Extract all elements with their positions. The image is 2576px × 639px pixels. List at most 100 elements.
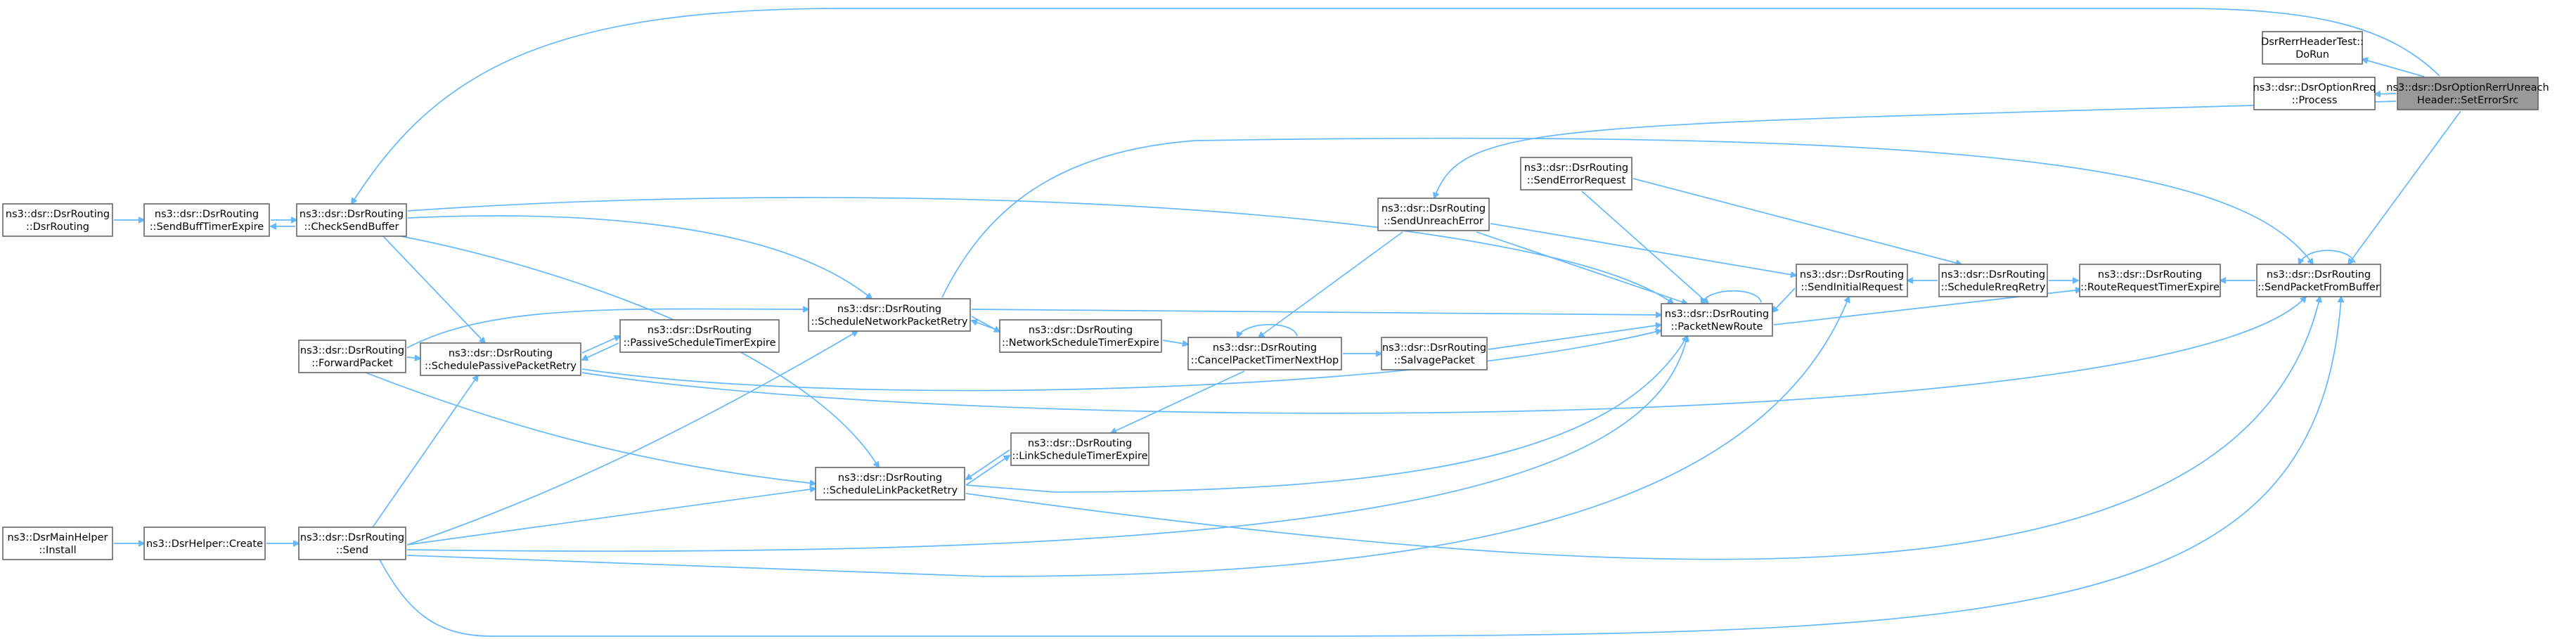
node-label: ns3::dsr::DsrOptionRerrUnreach xyxy=(2386,82,2549,93)
node-box xyxy=(2397,77,2539,110)
node-networkScheduleTimerExpire[interactable]: ns3::dsr::DsrRouting::NetworkScheduleTim… xyxy=(999,319,1162,353)
node-label: ::SchedulePassivePacketRetry xyxy=(425,361,577,372)
node-label: ns3::dsr::DsrRouting xyxy=(6,209,110,220)
edge-sendPacketFromBuffer-to-setErrorSrc xyxy=(2348,110,2461,264)
node-box xyxy=(619,319,780,353)
edge-sendPacketFromBuffer-to-scheduleNetworkPacketRetry xyxy=(941,137,2313,298)
edge-scheduleLinkPacketRetry-to-linkScheduleTimerExpire xyxy=(966,449,1010,479)
node-label: DoRun xyxy=(2295,49,2329,60)
node-routeRequestTimerExpire[interactable]: ns3::dsr::DsrRouting::RouteRequestTimerE… xyxy=(2079,264,2221,297)
node-label: DsrRerrHeaderTest:: xyxy=(2261,37,2364,48)
node-packetNewRoute[interactable]: ns3::dsr::DsrRouting::PacketNewRoute xyxy=(1661,303,1773,337)
edge-scheduleRreqRetry-to-sendErrorRequest xyxy=(1632,178,1962,264)
node-label: ns3::dsr::DsrRouting xyxy=(300,345,404,356)
node-checkSendBuffer[interactable]: ns3::dsr::DsrRouting::CheckSendBuffer xyxy=(296,203,407,237)
node-label: ::Process xyxy=(2292,95,2338,106)
node-label: ns3::dsr::DsrRouting xyxy=(648,325,752,336)
edge-doRun-to-setErrorSrc xyxy=(2362,59,2425,77)
node-box xyxy=(143,203,270,237)
node-label: ns3::dsr::DsrRouting xyxy=(837,304,941,315)
node-schedulePassivePacketRetry[interactable]: ns3::dsr::DsrRouting::SchedulePassivePac… xyxy=(420,342,581,376)
edge-scheduleNetworkPacketRetry-to-networkScheduleTimerExpire xyxy=(972,321,999,331)
node-box xyxy=(1520,157,1632,191)
node-label: ::ScheduleRreqRetry xyxy=(1941,282,2046,293)
node-linkScheduleTimerExpire[interactable]: ns3::dsr::DsrRouting::LinkScheduleTimerE… xyxy=(1010,432,1149,466)
node-label: ns3::dsr::DsrRouting xyxy=(300,532,404,543)
node-box xyxy=(2253,77,2376,110)
node-label: ::SendErrorRequest xyxy=(1527,175,1626,186)
edge-packetNewRoute-to-scheduleLinkPacketRetry xyxy=(965,336,1687,493)
node-label: ns3::dsr::DsrRouting xyxy=(2267,269,2371,280)
edge-scheduleLinkPacketRetry-to-send xyxy=(406,489,816,546)
node-dsrHelperCreate[interactable]: ns3::DsrHelper::Create xyxy=(143,527,266,560)
edge-schedulePassivePacketRetry-to-checkSendBuffer xyxy=(382,235,485,343)
node-label: ::SendPacketFromBuffer xyxy=(2258,282,2380,293)
node-label: ::SalvagePacket xyxy=(1394,355,1475,366)
node-box xyxy=(1010,432,1149,466)
edge-cancelPacketTimerNextHop-to-networkScheduleTimerExpire xyxy=(1162,340,1188,344)
node-label: ns3::dsr::DsrRouting xyxy=(1941,269,2045,280)
edge-scheduleNetworkPacketRetry-to-checkSendBuffer xyxy=(407,215,872,299)
node-label: ::RouteRequestTimerExpire xyxy=(2080,282,2220,293)
edge-sendPacketFromBuffer-to-send xyxy=(379,297,2341,637)
node-sendPacketFromBuffer[interactable]: ns3::dsr::DsrRouting::SendPacketFromBuff… xyxy=(2256,264,2381,297)
node-box xyxy=(815,467,965,501)
node-scheduleNetworkPacketRetry[interactable]: ns3::dsr::DsrRouting::ScheduleNetworkPac… xyxy=(808,298,971,332)
node-box xyxy=(2079,264,2221,297)
node-send[interactable]: ns3::dsr::DsrRouting::Send xyxy=(298,527,406,560)
node-box xyxy=(420,342,581,376)
node-forwardPacket[interactable]: ns3::dsr::DsrRouting::ForwardPacket xyxy=(298,340,406,373)
node-sendBuffTimerExpire[interactable]: ns3::dsr::DsrRouting::SendBuffTimerExpir… xyxy=(143,203,270,237)
node-box xyxy=(298,340,406,373)
node-label: ns3::dsr::DsrRouting xyxy=(1028,438,1132,449)
node-scheduleLinkPacketRetry[interactable]: ns3::dsr::DsrRouting::ScheduleLinkPacket… xyxy=(815,467,965,501)
nodes: ns3::dsr::DsrOptionRerrUnreachHeader::Se… xyxy=(2,31,2549,560)
node-box xyxy=(1377,198,1490,231)
node-box xyxy=(296,203,407,237)
node-scheduleRreqRetry[interactable]: ns3::dsr::DsrRouting::ScheduleRreqRetry xyxy=(1938,264,2048,297)
node-label: ::Install xyxy=(39,545,76,556)
node-box xyxy=(2262,31,2363,65)
edge-linkScheduleTimerExpire-to-scheduleLinkPacketRetry xyxy=(965,456,1010,486)
node-salvagePacket[interactable]: ns3::dsr::DsrRouting::SalvagePacket xyxy=(1381,337,1488,370)
node-box xyxy=(1187,337,1342,370)
node-box xyxy=(143,527,266,560)
node-label: ::LinkScheduleTimerExpire xyxy=(1012,451,1147,462)
node-label: ns3::dsr::DsrRouting xyxy=(1382,342,1486,354)
edge-packetNewRoute-to-sendErrorRequest xyxy=(1581,191,1708,304)
node-label: ::ScheduleLinkPacketRetry xyxy=(823,485,958,496)
edges xyxy=(114,8,2461,637)
node-label: ns3::DsrHelper::Create xyxy=(146,538,263,550)
edge-sendInitialRequest-to-sendUnreachError xyxy=(1490,223,1796,276)
edge-packetNewRoute-to-scheduleNetworkPacketRetry xyxy=(971,309,1661,315)
node-label: ::SendInitialRequest xyxy=(1801,282,1903,293)
edge-schedulePassivePacketRetry-to-forwardPacket xyxy=(406,357,420,359)
node-rreqProcess[interactable]: ns3::dsr::DsrOptionRreq::Process xyxy=(2253,77,2376,110)
node-label: ::DsrRouting xyxy=(26,221,89,233)
edge-cancelPacketTimerNextHop-to-sendUnreachError xyxy=(1258,231,1403,337)
edge-sendUnreachError-to-setErrorSrc xyxy=(1434,101,2397,198)
node-label: ns3::dsr::DsrRouting xyxy=(300,209,404,220)
node-sendErrorRequest[interactable]: ns3::dsr::DsrRouting::SendErrorRequest xyxy=(1520,157,1632,191)
node-setErrorSrc[interactable]: ns3::dsr::DsrOptionRerrUnreachHeader::Se… xyxy=(2386,77,2549,110)
edge-checkSendBuffer-to-setErrorSrc xyxy=(352,8,2440,204)
node-label: ns3::dsr::DsrRouting xyxy=(2098,269,2202,280)
node-label: ::CheckSendBuffer xyxy=(304,221,399,233)
node-dsrMainHelperInstall[interactable]: ns3::DsrMainHelper::Install xyxy=(2,527,113,560)
node-box xyxy=(2,203,113,237)
node-box xyxy=(1938,264,2048,297)
node-doRun[interactable]: DsrRerrHeaderTest::DoRun xyxy=(2261,31,2364,65)
edge-rreqProcess-to-setErrorSrc xyxy=(2375,93,2397,94)
node-label: ::ForwardPacket xyxy=(311,358,393,369)
node-sendUnreachError[interactable]: ns3::dsr::DsrRouting::SendUnreachError xyxy=(1377,198,1490,231)
edge-passiveScheduleTimerExpire-to-schedulePassivePacketRetry xyxy=(581,336,620,354)
node-label: ::SendBuffTimerExpire xyxy=(150,221,264,233)
node-dsrRoutingCtor[interactable]: ns3::dsr::DsrRouting::DsrRouting xyxy=(2,203,113,237)
node-label: ns3::dsr::DsrOptionRreq xyxy=(2253,82,2376,93)
edge-packetNewRoute-to-checkSendBuffer xyxy=(407,197,1673,304)
node-label: ::NetworkScheduleTimerExpire xyxy=(1002,337,1159,349)
node-sendInitialRequest[interactable]: ns3::dsr::DsrRouting::SendInitialRequest xyxy=(1796,264,1908,297)
node-cancelPacketTimerNextHop[interactable]: ns3::dsr::DsrRouting::CancelPacketTimerN… xyxy=(1187,337,1342,370)
node-passiveScheduleTimerExpire[interactable]: ns3::dsr::DsrRouting::PassiveScheduleTim… xyxy=(619,319,780,353)
node-label: ns3::dsr::DsrRouting xyxy=(1382,203,1486,214)
